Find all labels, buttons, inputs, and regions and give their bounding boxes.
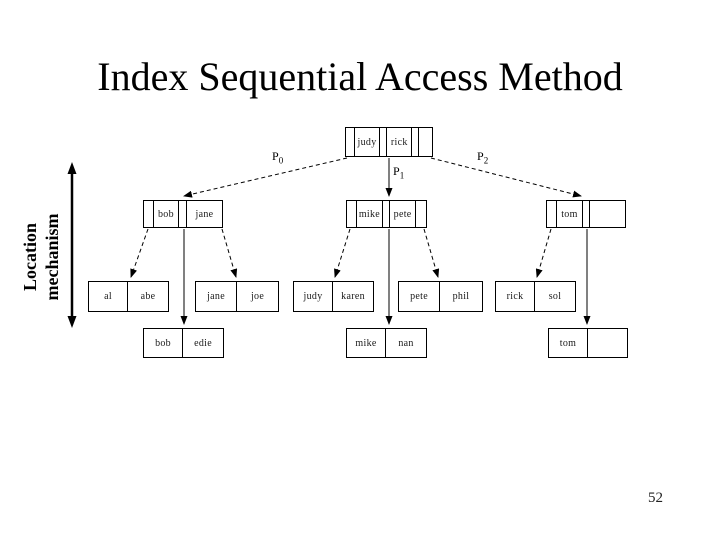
key-cell: bob — [154, 201, 180, 227]
key-cell — [590, 201, 625, 227]
key-cell: pete — [399, 282, 441, 311]
edge-bobjane-to-alabe — [130, 228, 149, 278]
key-cell: jane — [195, 208, 214, 220]
key-cell: rick — [496, 282, 536, 311]
key-cell: pete — [390, 201, 417, 227]
page-number: 52 — [648, 490, 663, 506]
edge-mikepete-to-judykaren — [334, 228, 351, 278]
key-cell: karen — [341, 291, 365, 302]
edge-mikepete-to-petephil — [423, 228, 440, 278]
pointer-label-p2: P2 — [477, 149, 489, 166]
pointer-cell — [144, 201, 154, 227]
pointer-cell — [380, 128, 388, 156]
pointer-cell — [416, 201, 426, 227]
key-cell: jane — [196, 282, 238, 311]
pointer-cell — [419, 128, 432, 156]
leaf-node-rick-sol: rick sol — [495, 281, 576, 312]
key-cell: mike — [347, 329, 387, 357]
pointer-cell — [583, 201, 590, 227]
key-cell: mike — [357, 201, 384, 227]
solid-pointer-edges — [180, 158, 591, 325]
data-block-mike-nan: mike nan — [346, 328, 427, 358]
key-cell: rick — [387, 128, 413, 156]
key-cell: joe — [250, 291, 265, 302]
pointer-cell — [383, 201, 390, 227]
key-cell: nan — [398, 337, 414, 349]
edge-bobjane-to-janejoe — [221, 228, 238, 278]
index-node-tom: tom — [546, 200, 626, 228]
leaf-node-al-abe: al abe — [88, 281, 169, 312]
key-cell: judy — [355, 128, 381, 156]
index-node-bob-jane: bob jane — [143, 200, 223, 228]
key-cell: bob — [144, 329, 184, 357]
key-cell: tom — [557, 201, 584, 227]
data-block-tom: tom — [548, 328, 628, 358]
pointer-cell — [346, 128, 355, 156]
leaf-node-jane-joe: jane joe — [195, 281, 279, 312]
data-block-bob-edie: bob edie — [143, 328, 224, 358]
pointer-cell — [179, 201, 187, 227]
location-span-arrow — [67, 162, 77, 328]
key-cell: phil — [452, 291, 470, 302]
pointer-label-p1: P1 — [393, 164, 405, 181]
key-cell: sol — [548, 291, 562, 302]
slide-title: Index Sequential Access Method — [97, 54, 623, 99]
edge-tom-to-ricksol — [535, 228, 552, 278]
key-cell: abe — [140, 291, 156, 302]
index-node-mike-pete: mike pete — [346, 200, 427, 228]
key-cell — [588, 329, 627, 357]
key-cell: edie — [194, 337, 212, 349]
edge-p0 — [183, 157, 348, 198]
pointer-cell — [547, 201, 557, 227]
pointer-cell — [412, 128, 420, 156]
index-root-node: judy rick — [345, 127, 433, 157]
pointer-label-p0: P0 — [272, 149, 284, 166]
pointer-cell — [347, 201, 357, 227]
key-cell: al — [89, 282, 129, 311]
leaf-node-judy-karen: judy karen — [293, 281, 374, 312]
edge-p2 — [430, 157, 582, 198]
key-cell: judy — [294, 282, 334, 311]
key-cell: tom — [549, 329, 589, 357]
dashed-pointer-edges — [130, 157, 582, 278]
leaf-node-pete-phil: pete phil — [398, 281, 483, 312]
